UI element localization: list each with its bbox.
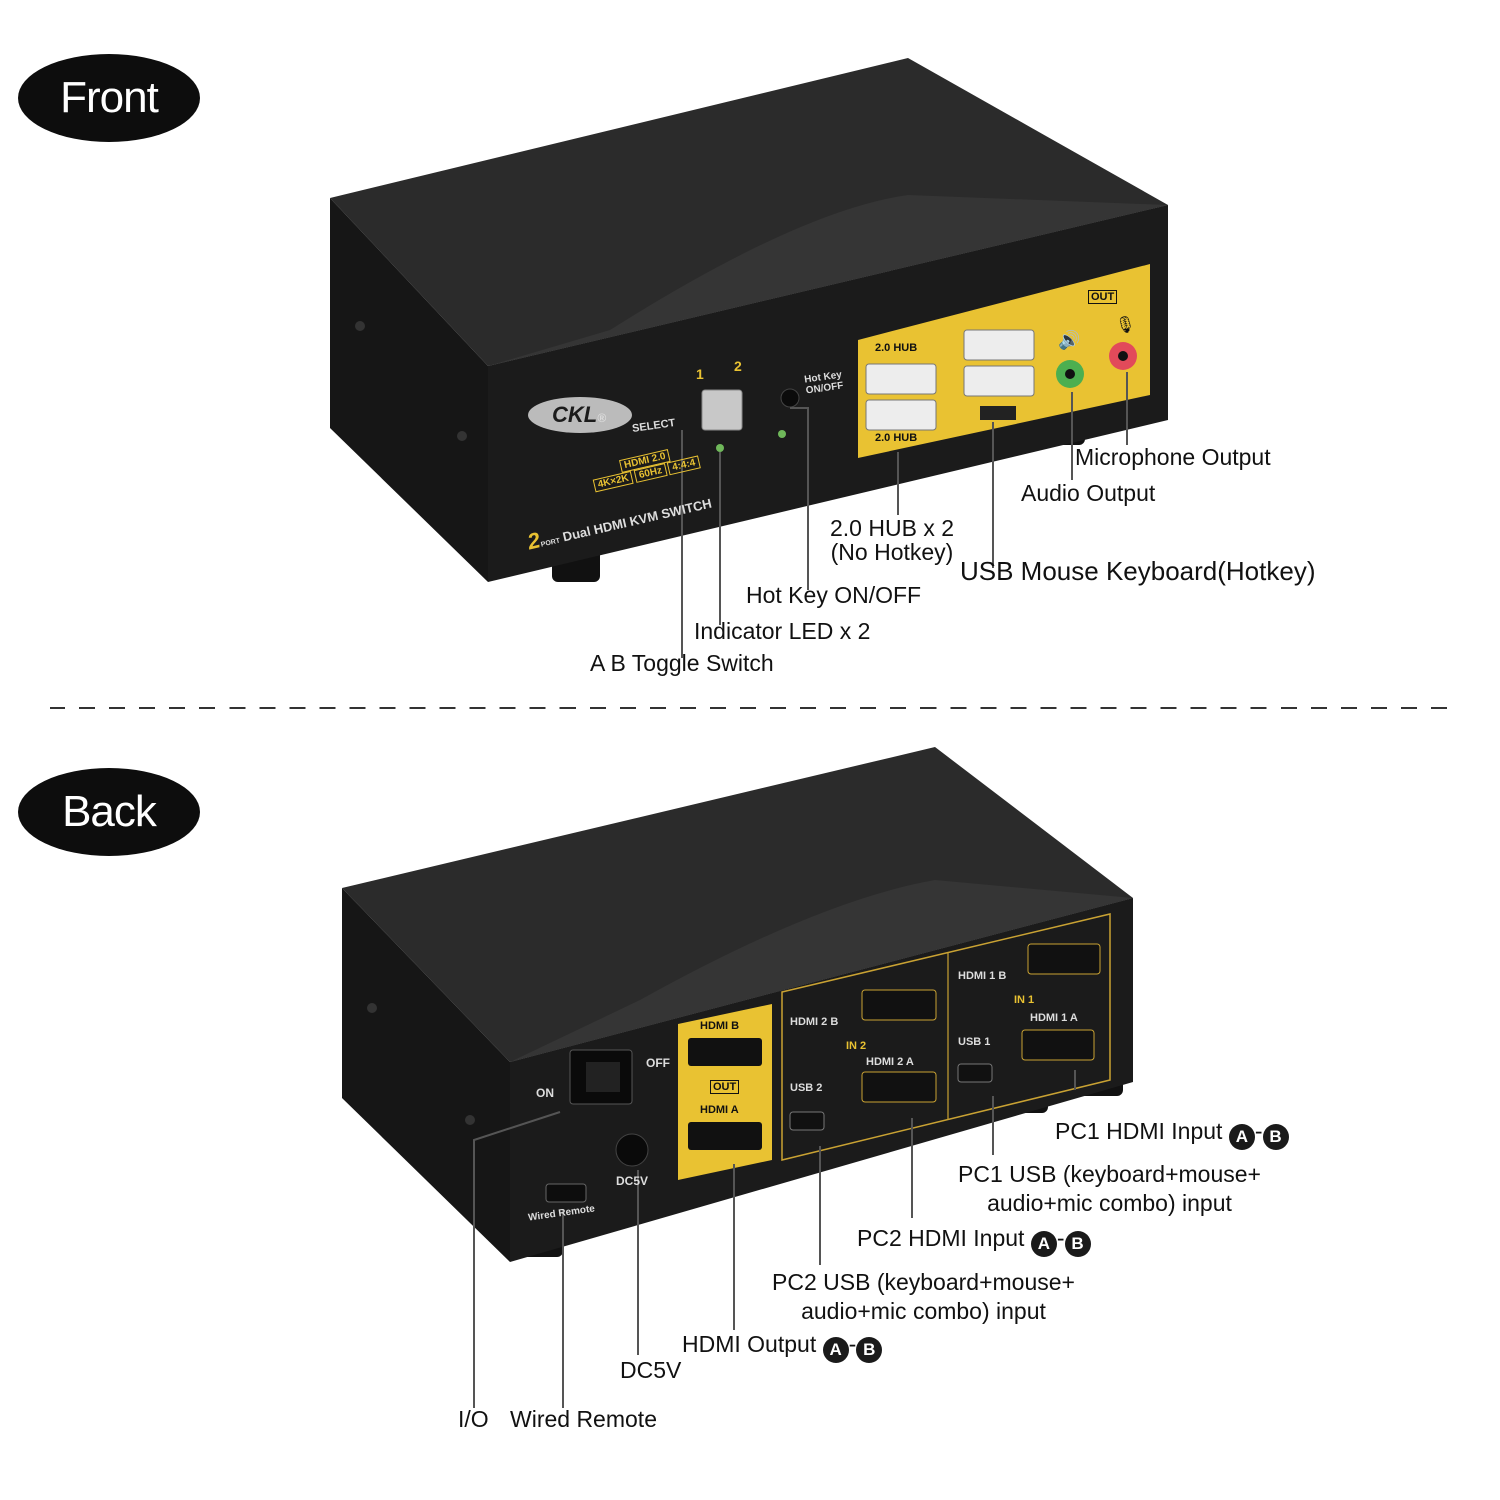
usb-1-port[interactable] xyxy=(957,1063,993,1083)
back-callout-lines xyxy=(473,1070,1076,1408)
label-pc1-usb: PC1 USB (keyboard+mouse+audio+mic combo)… xyxy=(958,1161,1261,1216)
dc5v-device-label: DC5V xyxy=(616,1174,649,1188)
label-hdmi-output: HDMI Output A-B xyxy=(682,1331,883,1363)
front-side xyxy=(330,198,488,582)
label-hot-key: Hot Key ON/OFF xyxy=(746,582,922,608)
select-num-2: 2 xyxy=(734,358,742,374)
front-hub-usb-1[interactable] xyxy=(865,363,937,395)
label-pc2-usb: PC2 USB (keyboard+mouse+audio+mic combo)… xyxy=(772,1269,1075,1324)
section-divider xyxy=(50,707,1450,709)
hub-top-label: 2.0 HUB xyxy=(875,342,918,354)
select-num-1: 1 xyxy=(696,366,704,382)
out-label-back: OUT xyxy=(710,1080,740,1094)
hdmi-2a-port[interactable] xyxy=(861,1071,937,1103)
a-circle-icon: A xyxy=(1030,1231,1057,1257)
back-face xyxy=(510,898,1133,1262)
label-microphone-output: Microphone Output xyxy=(1075,444,1271,470)
front-usb-keyboard-port[interactable] xyxy=(963,329,1035,361)
label-wired-remote: Wired Remote xyxy=(510,1406,657,1432)
hdmi1b-label: HDMI 1 B xyxy=(958,970,1007,982)
led-1 xyxy=(716,444,724,452)
hdmi-1a-port[interactable] xyxy=(1021,1029,1095,1061)
b-circle-icon: B xyxy=(1262,1124,1289,1150)
back-badge: Back xyxy=(18,768,200,856)
label-ab-toggle: A B Toggle Switch xyxy=(590,650,774,676)
hdmi1a-label: HDMI 1 A xyxy=(1030,1012,1078,1024)
label-usb-mouse-keyboard: USB Mouse Keyboard(Hotkey) xyxy=(960,556,1316,586)
hdmi-a-out-label: HDMI A xyxy=(700,1104,739,1116)
ckl-logo: CKL® xyxy=(552,402,607,427)
wired-remote-port[interactable] xyxy=(545,1183,587,1203)
hdmi2a-label: HDMI 2 A xyxy=(866,1056,914,1068)
dc5v-jack[interactable] xyxy=(615,1133,649,1167)
back-side xyxy=(342,888,510,1262)
select-button[interactable] xyxy=(701,389,743,431)
label-indicator-led: Indicator LED x 2 xyxy=(694,618,871,644)
b-circle-icon: B xyxy=(856,1337,883,1363)
usb2-label: USB 2 xyxy=(790,1082,823,1094)
b-circle-icon: B xyxy=(1064,1231,1091,1257)
speaker-icon: 🔊 xyxy=(1058,329,1080,351)
keyboard-icon xyxy=(980,406,1016,420)
label-hub: 2.0 HUB x 2(No Hotkey) xyxy=(830,515,954,566)
front-top xyxy=(330,58,1168,366)
out-device-label: OUT xyxy=(1088,290,1118,304)
in1-label: IN 1 xyxy=(1014,994,1035,1006)
label-audio-output: Audio Output xyxy=(1021,480,1156,506)
front-face xyxy=(488,205,1168,582)
on-label: ON xyxy=(536,1086,554,1100)
in2-label: IN 2 xyxy=(846,1040,867,1052)
front-callout-lines xyxy=(681,372,1128,658)
back-top xyxy=(342,747,1133,1062)
a-circle-icon: A xyxy=(1228,1124,1255,1150)
hdmi2b-label: HDMI 2 B xyxy=(790,1016,839,1028)
usb1-label: USB 1 xyxy=(958,1036,991,1048)
a-circle-icon: A xyxy=(822,1337,849,1363)
label-pc1-hdmi: PC1 HDMI Input A-B xyxy=(1055,1118,1289,1150)
led-2 xyxy=(778,430,786,438)
label-io: I/O xyxy=(458,1406,489,1432)
usb-2-port[interactable] xyxy=(789,1111,825,1131)
hdmi-2b-port[interactable] xyxy=(861,989,937,1021)
off-label: OFF xyxy=(646,1056,670,1070)
hdmi-out-b-port[interactable] xyxy=(688,1038,762,1066)
hub-bottom-label: 2.0 HUB xyxy=(875,432,918,444)
label-dc5v: DC5V xyxy=(620,1357,682,1383)
microphone-icon: 🎙 xyxy=(1115,316,1135,334)
hdmi-b-out-label: HDMI B xyxy=(700,1020,740,1032)
front-hub-usb-2[interactable] xyxy=(865,399,937,431)
front-badge: Front xyxy=(18,54,200,142)
front-usb-mouse-port[interactable] xyxy=(963,365,1035,397)
hdmi-1b-port[interactable] xyxy=(1027,943,1101,975)
hdmi-out-a-port[interactable] xyxy=(688,1122,762,1150)
ckl-logo-icon xyxy=(528,397,632,433)
label-pc2-hdmi: PC2 HDMI Input A-B xyxy=(857,1225,1091,1257)
